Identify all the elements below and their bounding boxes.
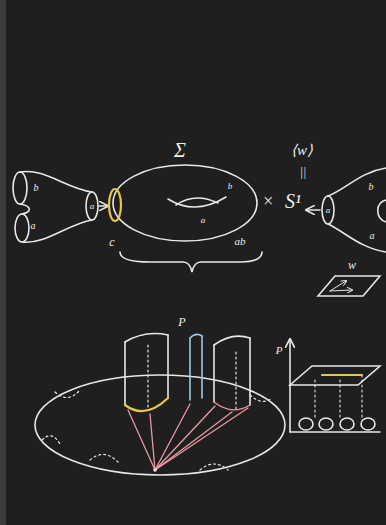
curve-label: a	[201, 216, 206, 225]
vector-label: w	[348, 259, 356, 271]
boundary-label: b	[369, 182, 374, 192]
boundary-label: a	[370, 231, 375, 241]
equals-mark: ||	[300, 166, 307, 178]
product-sign: ×	[262, 192, 274, 210]
generator-label: ⟨w⟩	[291, 143, 313, 158]
sheet-label: P	[178, 316, 185, 328]
sigma-label: Σ	[174, 140, 186, 160]
boundary-label: ab	[235, 236, 246, 247]
curve-label: b	[228, 182, 233, 191]
boundary-label: a	[326, 206, 331, 215]
axis-label: P	[276, 345, 283, 356]
circle-label: S¹	[285, 191, 301, 211]
curve-label: c	[109, 236, 114, 248]
boundary-label: b	[34, 183, 39, 193]
boundary-label: a	[31, 221, 36, 231]
boundary-label: a	[90, 202, 95, 211]
